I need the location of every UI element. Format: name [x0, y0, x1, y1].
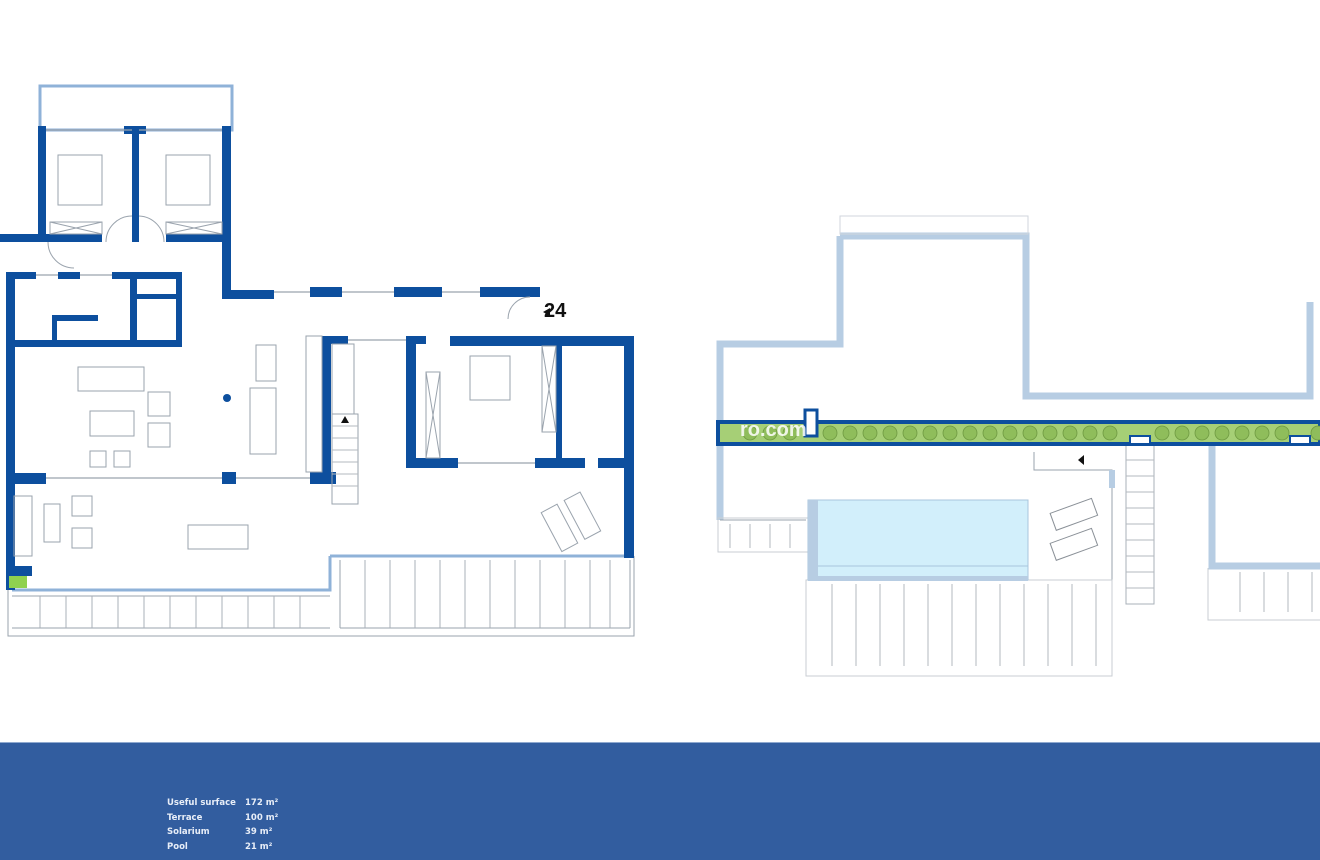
area-label: Solarium: [167, 827, 210, 837]
area-table: Useful surface 172 m² Terrace 100 m² Sol…: [167, 797, 285, 853]
terrace-slats: [39, 560, 611, 628]
glazing: [36, 129, 535, 479]
column: [223, 394, 231, 402]
roof-stair-arrow-icon: [1078, 455, 1084, 465]
stair-arrow-icon: [341, 416, 349, 423]
area-label: Terrace: [167, 812, 203, 823]
area-value: 21 m²: [245, 841, 273, 852]
floor-plan-canvas: 24 ro.com: [0, 84, 1320, 677]
watermark-text: ro.com: [740, 419, 807, 441]
area-value: 39 m²: [245, 827, 273, 837]
area-summary-band: Useful surface 172 m² Terrace 100 m² Sol…: [0, 742, 1320, 860]
deck-slats: [729, 459, 1313, 666]
planter-strip: [716, 408, 1320, 446]
walls: [0, 126, 634, 590]
area-value: 172 m²: [245, 798, 279, 808]
area-label: Pool: [167, 841, 188, 852]
planter-corner: [9, 576, 27, 588]
pool: [807, 499, 1029, 581]
area-value: 100 m²: [245, 812, 279, 823]
area-label: Useful surface: [167, 798, 236, 808]
entrance-arrow-icon: [543, 308, 550, 316]
unit-number-label: 24: [544, 300, 567, 322]
furniture: [13, 154, 602, 557]
roof-loungers: [1049, 497, 1099, 561]
stair-treads: [332, 425, 358, 487]
